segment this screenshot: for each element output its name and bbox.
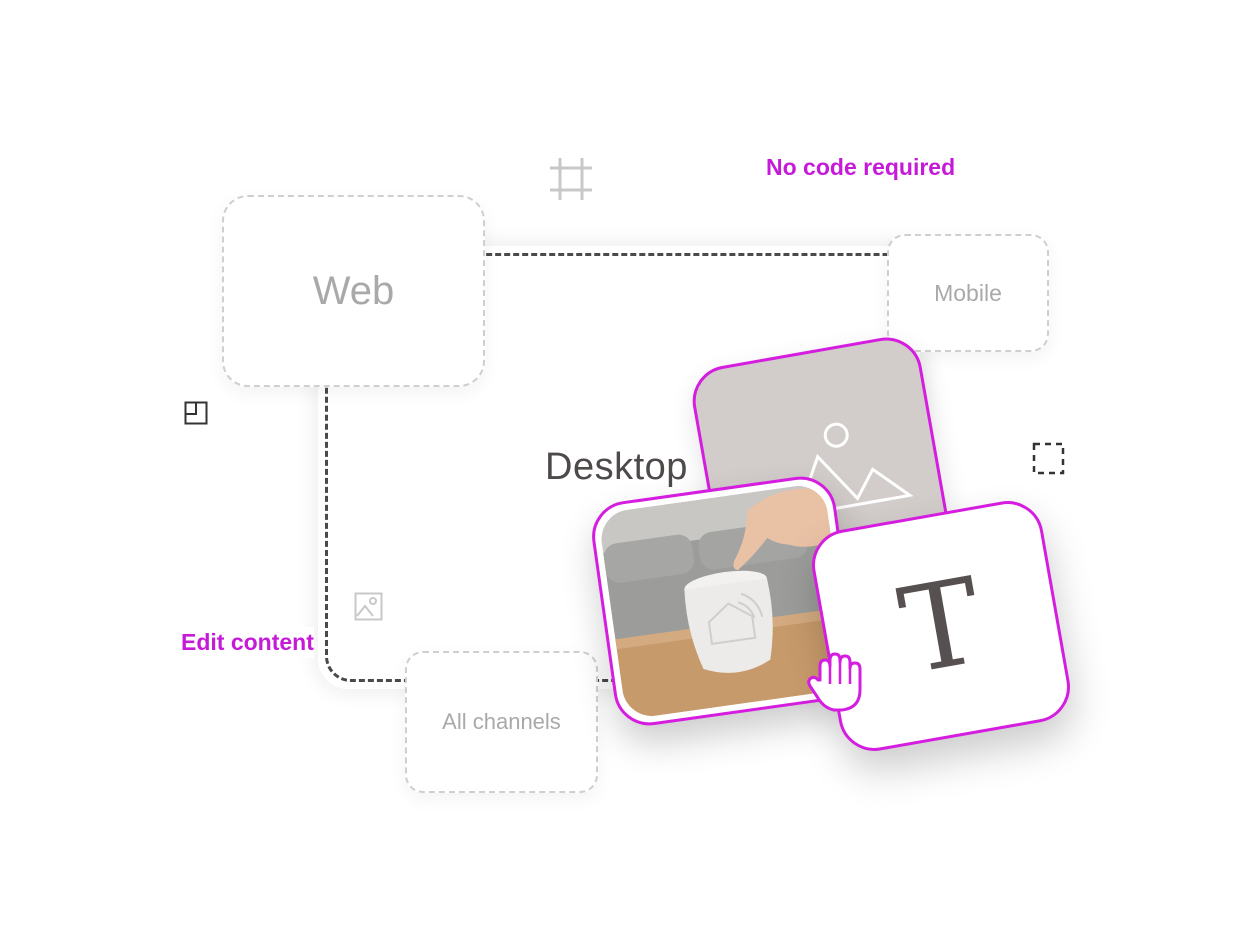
photo-card[interactable] <box>587 471 863 731</box>
all-channels-label: All channels <box>442 709 561 734</box>
smart-speaker-photo <box>597 482 853 720</box>
desktop-label: Desktop <box>545 446 688 488</box>
hand-cursor-icon <box>807 652 862 712</box>
mobile-channel-box: Mobile <box>887 234 1049 352</box>
web-channel-box: Web <box>222 195 485 387</box>
all-channels-box: All channels <box>405 651 598 793</box>
frame-icon <box>550 158 592 200</box>
image-icon <box>354 592 383 621</box>
image-placeholder-card[interactable] <box>687 331 961 631</box>
layout-icon <box>184 401 208 425</box>
landscape-icon <box>796 422 914 517</box>
mobile-label: Mobile <box>934 279 1002 306</box>
text-glyph: T <box>890 551 992 701</box>
web-label: Web <box>312 268 395 313</box>
text-element-card[interactable]: T <box>806 495 1076 757</box>
selection-icon <box>1032 442 1065 475</box>
edit-content-label: Edit content <box>181 627 314 658</box>
no-code-label: No code required <box>766 154 956 180</box>
